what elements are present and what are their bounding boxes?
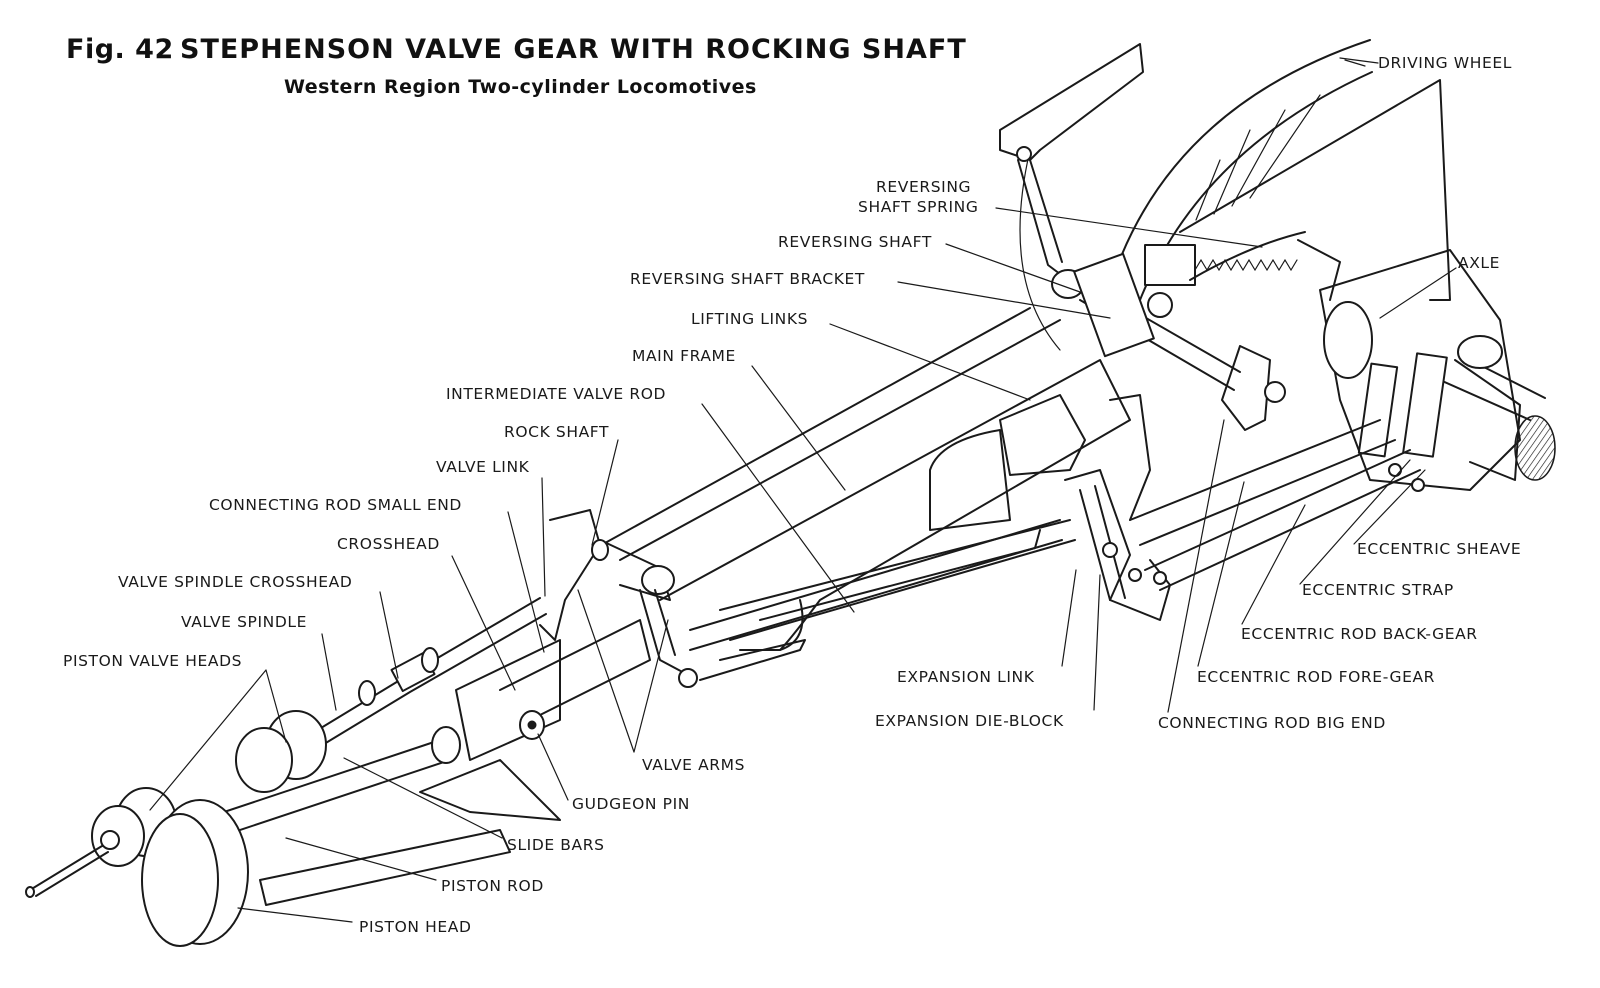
label-eccentric-rod-back-gear: ECCENTRIC ROD BACK-GEAR <box>1241 625 1478 643</box>
label-rock-shaft: ROCK SHAFT <box>504 423 610 441</box>
rods-drawing <box>719 419 1421 641</box>
label-valve-arms: VALVE ARMS <box>642 756 746 774</box>
label-main-frame: MAIN FRAME <box>632 347 736 365</box>
label-expansion-die-block: EXPANSION DIE-BLOCK <box>875 712 1064 730</box>
main-frame-drawing <box>595 307 1131 651</box>
label-piston-valve-heads: PISTON VALVE HEADS <box>63 652 243 670</box>
label-intermediate-valve-rod: INTERMEDIATE VALVE ROD <box>446 385 667 403</box>
label-reversing-shaft: REVERSING SHAFT <box>778 233 932 251</box>
label-reversing-shaft-spring-line2: SHAFT SPRING <box>858 198 979 216</box>
label-eccentric-sheave: ECCENTRIC SHEAVE <box>1357 540 1522 558</box>
label-driving-wheel: DRIVING WHEEL <box>1378 54 1512 72</box>
label-valve-spindle-crosshead: VALVE SPINDLE CROSSHEAD <box>118 573 353 591</box>
leader-lines <box>149 57 1457 923</box>
label-gudgeon-pin: GUDGEON PIN <box>572 795 690 813</box>
label-reversing-shaft-bracket: REVERSING SHAFT BRACKET <box>630 270 865 288</box>
label-valve-spindle: VALVE SPINDLE <box>181 613 307 631</box>
label-eccentric-rod-fore-gear: ECCENTRIC ROD FORE-GEAR <box>1197 668 1436 686</box>
piston-drawing <box>141 726 461 947</box>
axle-drawing <box>1319 249 1556 492</box>
rock-shaft-drawing <box>539 509 806 688</box>
reversing-shaft-drawing <box>1073 231 1341 391</box>
figure-number: Fig. 42 <box>66 34 174 65</box>
label-connecting-rod-big-end: CONNECTING ROD BIG END <box>1158 714 1386 732</box>
label-axle: AXLE <box>1458 254 1501 272</box>
intermediate-valve-rod-drawing <box>689 519 1063 651</box>
label-reversing-shaft-spring-line1: REVERSING <box>876 178 972 196</box>
expansion-link-drawing <box>999 345 1286 621</box>
label-slide-bars: SLIDE BARS <box>507 836 605 854</box>
crosshead-drawing <box>259 619 651 906</box>
label-piston-rod: PISTON ROD <box>441 877 544 895</box>
figure-title: STEPHENSON VALVE GEAR WITH ROCKING SHAFT <box>180 34 967 65</box>
label-valve-link: VALVE LINK <box>436 458 530 476</box>
label-connecting-rod-small-end: CONNECTING ROD SMALL END <box>209 496 462 514</box>
label-lifting-links: LIFTING LINKS <box>691 310 809 328</box>
figure-subtitle: Western Region Two-cylinder Locomotives <box>284 76 757 98</box>
label-piston-head: PISTON HEAD <box>359 918 472 936</box>
label-eccentric-strap: ECCENTRIC STRAP <box>1302 581 1454 599</box>
label-crosshead: CROSSHEAD <box>337 535 440 553</box>
label-expansion-link: EXPANSION LINK <box>897 668 1035 686</box>
piston-valve-heads-drawing <box>25 710 327 898</box>
